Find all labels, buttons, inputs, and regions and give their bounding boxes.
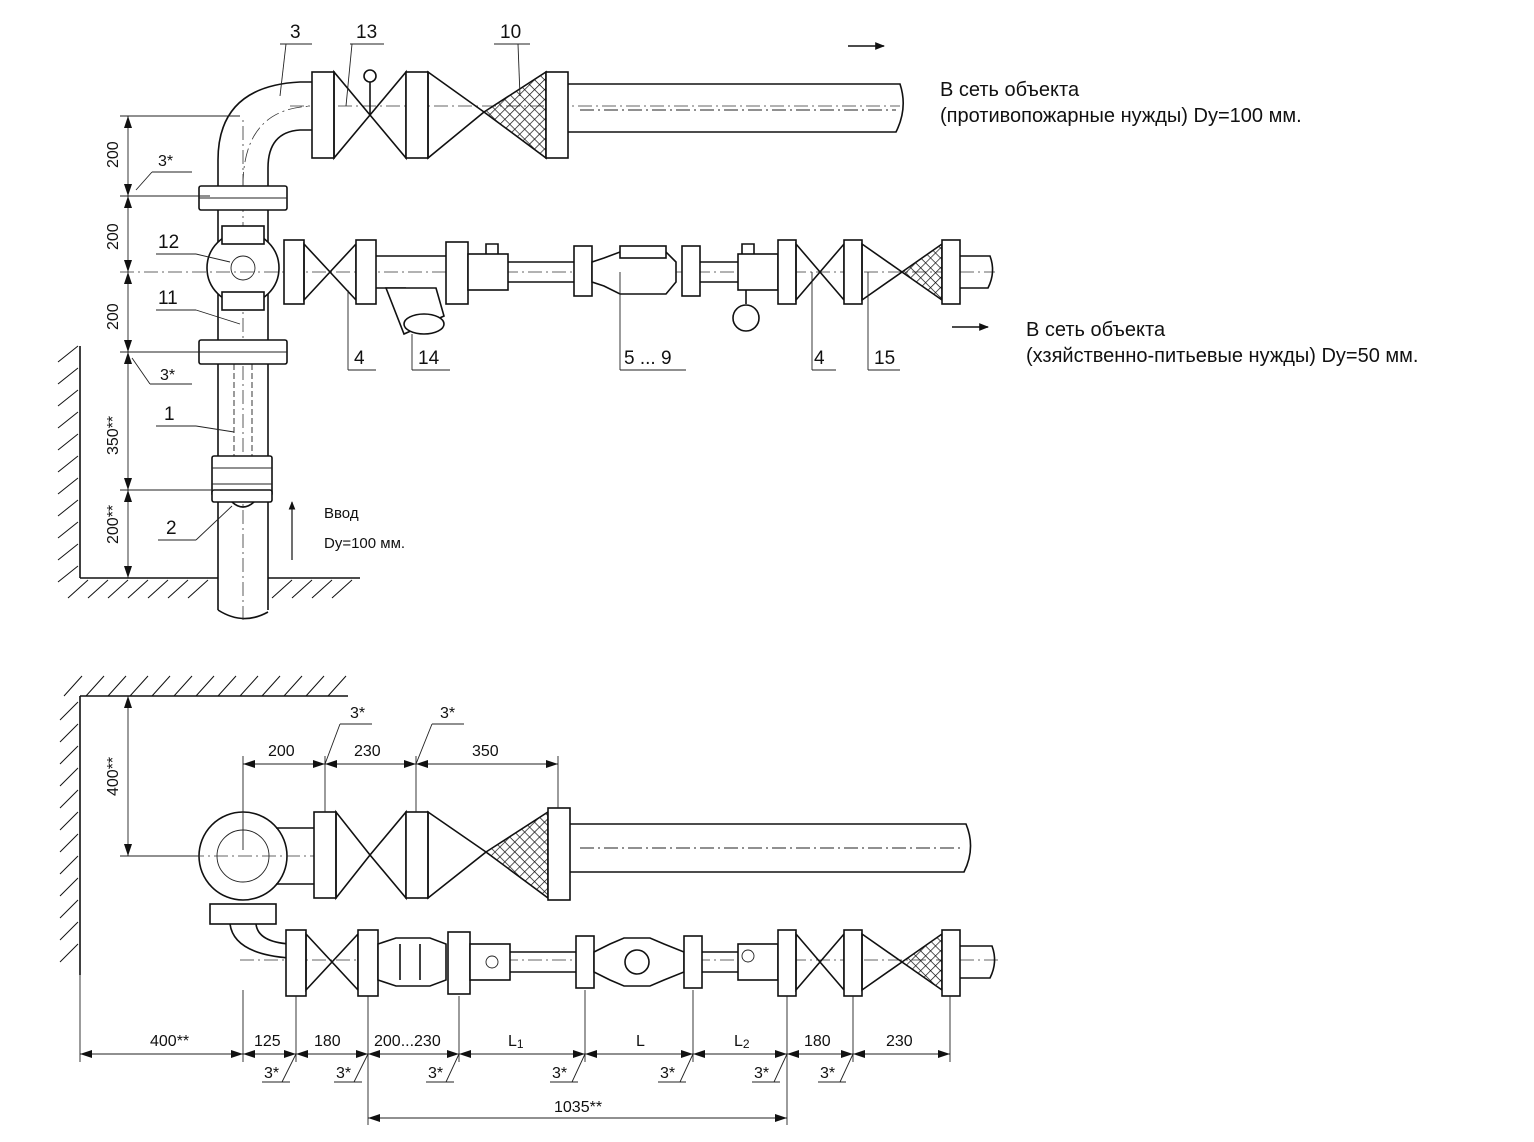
gate-valve-icon [335, 809, 407, 901]
flange [311, 71, 335, 159]
dim-v5: 200** [105, 505, 122, 544]
water-meter-icon [591, 245, 677, 295]
fire-outlet-title: В сеть объекта [940, 79, 1080, 101]
leader-14 [411, 334, 450, 371]
gap-leader-1 [135, 171, 192, 191]
label-2: 2 [166, 518, 177, 539]
domestic-line [120, 239, 995, 336]
gap-label-2: 3* [160, 367, 175, 384]
leader-4a [347, 290, 376, 371]
leader-3 [279, 43, 312, 97]
dim-v3: 200 [105, 303, 122, 330]
label-11: 11 [158, 288, 178, 309]
plan-fire-line [276, 807, 972, 901]
filter-icon [377, 937, 447, 987]
strainer-icon [900, 242, 943, 302]
plan-dim-400: 400** [105, 757, 122, 796]
section-view: 200 200 200 350** 200** 3* 3* 3 13 [57, 22, 1418, 620]
label-13: 13 [356, 22, 377, 43]
leader-2 [158, 505, 233, 541]
water-meter-icon [593, 937, 685, 987]
plan-top-dimensions [242, 723, 559, 850]
riser-flange-mid [198, 339, 288, 365]
plan-dim-230: 230 [354, 743, 381, 760]
plan-dim-180b: 180 [804, 1033, 831, 1050]
fire-line [290, 69, 904, 161]
label-5-9: 5 ... 9 [624, 348, 672, 369]
plan-bottom-dimensions [79, 975, 951, 1125]
plan-gap-2: 3* [336, 1065, 351, 1082]
plan-gap-b: 3* [440, 705, 455, 722]
plan-dim-350: 350 [472, 743, 499, 760]
tee-fitting [206, 225, 280, 311]
gate-valve-icon [305, 931, 359, 993]
plan-vertical-dimension [120, 696, 212, 857]
label-3: 3 [290, 22, 301, 43]
dim-v1: 200 [105, 141, 122, 168]
plan-gap-6: 3* [754, 1065, 769, 1082]
riser-flange-top [198, 185, 288, 211]
label-10: 10 [500, 22, 521, 43]
strainer-icon [482, 70, 547, 160]
domestic-outlet-title: В сеть объекта [1026, 319, 1166, 341]
plan-dim-L2: L2 [734, 1033, 750, 1051]
plan-dim-b400: 400** [150, 1033, 189, 1050]
plan-gap-1: 3* [264, 1065, 279, 1082]
leader-13 [345, 43, 384, 107]
leader-15 [867, 272, 900, 371]
label-15: 15 [874, 348, 895, 369]
plan-view: 400** [59, 675, 1000, 1125]
pressure-gauge-icon [732, 290, 760, 332]
gap-leader-2 [131, 357, 192, 385]
strainer-icon [900, 932, 943, 992]
wall-hatch [57, 345, 360, 599]
plan-dim-200: 200 [268, 743, 295, 760]
plan-dim-L: L [636, 1033, 645, 1050]
dim-v2: 200 [105, 223, 122, 250]
plan-bend [209, 903, 291, 959]
leader-10 [494, 43, 530, 97]
plan-dim-200-230: 200...230 [374, 1033, 441, 1050]
gap-label-1: 3* [158, 153, 173, 170]
leader-1 [156, 425, 235, 433]
label-4b: 4 [814, 348, 825, 369]
label-12: 12 [158, 232, 179, 253]
leader-12 [156, 253, 231, 263]
filter-icon [384, 287, 445, 336]
strainer-icon [484, 810, 549, 900]
elbow-bend [217, 81, 317, 187]
plan-dim-230b: 230 [886, 1033, 913, 1050]
leader-11 [156, 309, 241, 325]
plan-dim-180a: 180 [314, 1033, 341, 1050]
label-4a: 4 [354, 348, 365, 369]
plan-dim-L1: L1 [508, 1033, 524, 1051]
vertical-dimensions [120, 115, 240, 578]
label-1: 1 [164, 404, 175, 425]
plan-wall-hatch [59, 675, 348, 975]
gate-valve-icon [795, 931, 845, 993]
leader-4b [811, 272, 836, 371]
inlet-desc: Dy=100 мм. [324, 535, 405, 552]
inlet-title: Ввод [324, 505, 359, 522]
gate-valve-icon [333, 69, 407, 161]
leader-5-9 [619, 272, 686, 371]
domestic-outlet-desc: (хзяйственно-питьевые нужды) Dy=50 мм. [1026, 345, 1418, 367]
plan-gap-3: 3* [428, 1065, 443, 1082]
plan-dim-total: 1035** [554, 1099, 602, 1116]
plan-gap-4: 3* [552, 1065, 567, 1082]
riser-coupling [211, 455, 273, 508]
plan-domestic-line [240, 929, 1000, 997]
fire-outlet-desc: (противопожарные нужды) Dy=100 мм. [940, 105, 1302, 127]
plan-riser [190, 811, 316, 901]
label-14: 14 [418, 348, 440, 369]
plan-gap-7: 3* [820, 1065, 835, 1082]
plan-gap-5: 3* [660, 1065, 675, 1082]
plan-dim-125: 125 [254, 1033, 281, 1050]
plan-gap-a: 3* [350, 705, 365, 722]
dim-v4: 350** [105, 416, 122, 455]
